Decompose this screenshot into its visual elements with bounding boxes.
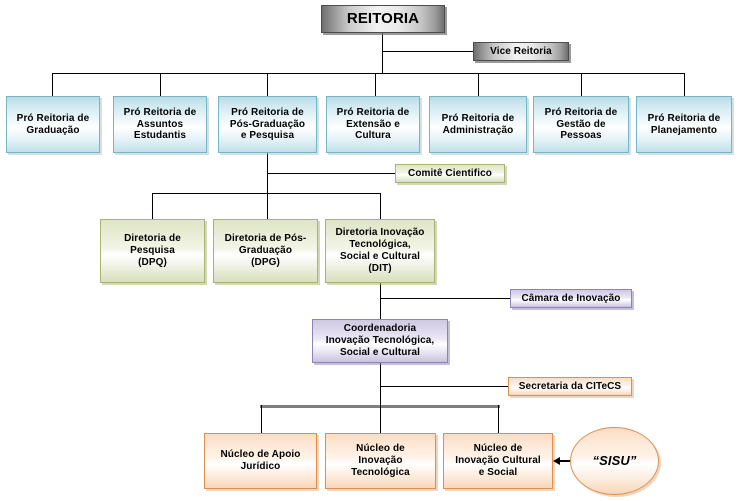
connector-proreitoria-drop-4 <box>375 73 376 96</box>
node-sisu-label: “SISU” <box>592 453 637 469</box>
connector-proreitoria-drop-2 <box>160 73 161 96</box>
node-secretaria-citecs-label: Secretaria da CITeCS <box>518 380 622 392</box>
connector-reitoria-stem <box>382 33 383 73</box>
connector-posgrad-stem <box>267 153 268 219</box>
node-diretoria-inovacao-dit-label: Diretoria Inovação Tecnológica, Social e… <box>335 227 425 274</box>
node-pro-reitoria-graduacao[interactable]: Pró Reitoria de Graduação <box>6 96 100 153</box>
node-coordenadoria-citecs[interactable]: Coordenadoria Inovação Tecnológica, Soci… <box>312 319 448 363</box>
connector-dit-stem <box>380 283 381 319</box>
node-pro-reitoria-gestao-pessoas[interactable]: Pró Reitoria de Gestão de Pessoas <box>533 96 629 153</box>
connector-diretoria-drop-3 <box>380 193 381 219</box>
node-pro-reitoria-planejamento[interactable]: Pró Reitoria de Planejamento <box>636 96 732 153</box>
connector-proreitoria-drop-1 <box>52 73 53 96</box>
node-pro-reitoria-administracao-label: Pró Reitoria de Administração <box>441 112 515 136</box>
node-nucleo-inovacao-cultural-social[interactable]: Núcleo de Inovação Cultural e Social <box>443 433 553 489</box>
node-sisu[interactable]: “SISU” <box>570 427 659 495</box>
node-pro-reitoria-planejamento-label: Pró Reitoria de Planejamento <box>647 112 721 136</box>
node-pro-reitoria-gestao-pessoas-label: Pró Reitoria de Gestão de Pessoas <box>544 106 618 142</box>
node-pro-reitoria-assuntos-estudantis[interactable]: Pró Reitoria de Assuntos Estudantis <box>113 96 207 153</box>
node-pro-reitoria-extensao-cultura-label: Pró Reitoria de Extensão e Cultura <box>336 106 410 142</box>
connector-proreitoria-drop-5 <box>478 73 479 96</box>
node-comite-cientifico[interactable]: Comitê Cientifico <box>395 164 505 183</box>
node-nucleo-apoio-juridico[interactable]: Núcleo de Apoio Jurídico <box>204 433 317 489</box>
node-camara-inovacao-label: Câmara de Inovação <box>521 292 621 304</box>
connector-nucleo-drop-1 <box>261 405 262 433</box>
node-pro-reitoria-pos-graduacao-pesquisa[interactable]: Pró Reitoria de Pós-Graduação e Pesquisa <box>218 96 317 153</box>
connector-diretorias-bus <box>152 193 381 194</box>
connector-comite-cientifico <box>267 173 395 174</box>
connector-camara-inovacao <box>380 298 510 299</box>
connector-proreitoria-drop-3 <box>267 73 268 96</box>
node-pro-reitoria-pos-graduacao-pesquisa-label: Pró Reitoria de Pós-Graduação e Pesquisa <box>229 106 306 142</box>
node-nucleo-inovacao-tecnologica[interactable]: Núcleo de Inovação Tecnológica <box>325 433 436 489</box>
node-diretoria-pesquisa[interactable]: Diretoria de Pesquisa (DPQ) <box>100 219 205 283</box>
node-diretoria-pesquisa-label: Diretoria de Pesquisa (DPQ) <box>124 233 181 268</box>
node-nucleo-inovacao-tecnologica-label: Núcleo de Inovação Tecnológica <box>351 443 410 478</box>
node-nucleo-apoio-juridico-label: Núcleo de Apoio Jurídico <box>220 449 301 472</box>
connector-secretaria-citecs <box>380 386 508 387</box>
node-diretoria-pos-graduacao[interactable]: Diretoria de Pós- Graduação (DPG) <box>213 219 318 283</box>
node-pro-reitoria-assuntos-estudantis-label: Pró Reitoria de Assuntos Estudantis <box>123 106 197 142</box>
node-pro-reitoria-extensao-cultura[interactable]: Pró Reitoria de Extensão e Cultura <box>326 96 420 153</box>
connector-proreitoria-drop-6 <box>581 73 582 96</box>
node-vice-reitoria-label: Vice Reitoria <box>490 45 552 57</box>
connector-nucleo-drop-3 <box>498 405 499 433</box>
node-camara-inovacao[interactable]: Câmara de Inovação <box>510 289 632 308</box>
node-secretaria-citecs[interactable]: Secretaria da CITeCS <box>508 377 632 396</box>
node-reitoria-label: REITORIA <box>346 10 420 28</box>
node-diretoria-pos-graduacao-label: Diretoria de Pós- Graduação (DPG) <box>224 233 307 268</box>
connector-vice-reitoria <box>382 51 473 52</box>
connector-nucleo-drop-2 <box>380 405 381 433</box>
node-coordenadoria-citecs-label: Coordenadoria Inovação Tecnológica, Soci… <box>325 323 435 358</box>
node-comite-cientifico-label: Comitê Cientifico <box>408 167 492 179</box>
node-reitoria[interactable]: REITORIA <box>321 5 445 33</box>
node-pro-reitoria-graduacao-label: Pró Reitoria de Graduação <box>16 112 90 136</box>
node-pro-reitoria-administracao[interactable]: Pró Reitoria de Administração <box>429 96 527 153</box>
node-nucleo-inovacao-cultural-social-label: Núcleo de Inovação Cultural e Social <box>455 443 541 478</box>
connector-proreitoria-bus <box>52 73 684 74</box>
connector-diretoria-drop-1 <box>152 193 153 219</box>
node-diretoria-inovacao-dit[interactable]: Diretoria Inovação Tecnológica, Social e… <box>325 219 435 283</box>
node-vice-reitoria[interactable]: Vice Reitoria <box>473 42 569 61</box>
connector-proreitoria-drop-7 <box>684 73 685 96</box>
connector-coordenadoria-stem <box>380 363 381 430</box>
